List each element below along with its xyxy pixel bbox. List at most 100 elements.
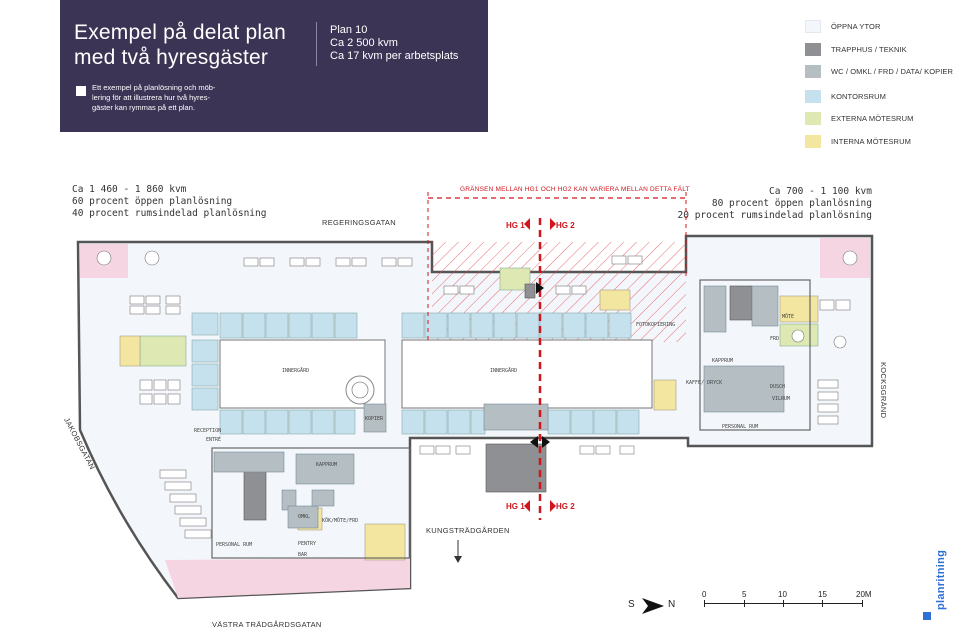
legend-item-internal-meeting: INTERNA MÖTESRUM (805, 135, 955, 149)
hg-arrow-right-top (550, 218, 556, 230)
entry-arrow-top (536, 282, 544, 294)
label-kok-mote-frd: KÖK/MÖTE/FRD (322, 517, 358, 524)
pink-zone (165, 558, 410, 598)
tenant-hg1-top: HG 1 (506, 221, 525, 230)
spiral-stair-inner (351, 381, 369, 399)
stats-hg1-open: 60 procent öppen planlösning (72, 196, 233, 207)
tenant-hg2-top: HG 2 (556, 221, 575, 230)
tenant-hg2-bottom: HG 2 (556, 502, 575, 511)
street-south: VÄSTRA TRÄDGÅRDSGATAN (212, 620, 322, 629)
legend-swatch (805, 135, 821, 148)
scale-label-20: 20M (856, 590, 872, 599)
description-line1: Ett exempel på planlösning och möb- (92, 83, 216, 92)
entry-arrow-right (542, 436, 550, 448)
round-tables (96, 250, 858, 349)
brand-text: planritning (935, 549, 947, 610)
office-row-bottom (219, 409, 640, 435)
label-personalrum-left: PERSONAL RUM (216, 542, 252, 548)
brand-dot (923, 612, 931, 620)
stats-hg2-open: 80 procent öppen planlösning (711, 198, 872, 209)
desk-groups (129, 255, 851, 539)
label-kopier: KOPIER (365, 416, 384, 422)
legend-swatch (805, 65, 821, 78)
legend-swatch (805, 112, 821, 125)
label-entre: ENTRÉ (206, 435, 221, 443)
office-column-left (191, 312, 219, 411)
legend-swatch (805, 20, 821, 33)
title-line1: Exempel på delat plan (74, 21, 287, 44)
legend-item-office: KONTORSRUM (805, 90, 955, 104)
plan-info: Plan 10 Ca 2 500 kvm Ca 17 kvm per arbet… (330, 24, 458, 63)
hg-arrow-left-top (524, 218, 530, 230)
legend-swatch (805, 90, 821, 103)
stats-hg2-rooms: 20 procent rumsindelad planlösning (677, 210, 872, 221)
compass-arrow-icon (642, 598, 664, 614)
scale-tick (704, 600, 705, 607)
legend-swatch (805, 43, 821, 56)
label-kapprum-left: KAPPRUM (316, 462, 337, 468)
legend-item-wc: WC / OMKL / FRD / DATA/ KOPIER (805, 65, 955, 79)
label-vilrum: VILRUM (772, 396, 790, 402)
stats-hg1: Ca 1 460 - 1 860 kvm 60 procent öppen pl… (72, 184, 266, 220)
courtyard-left (219, 339, 386, 409)
street-east: KOCKSGRÄND (879, 362, 888, 419)
legend-label: INTERNA MÖTESRUM (831, 137, 911, 146)
legend-item-open: ÖPPNA YTOR (805, 20, 955, 34)
brand: planritning (918, 548, 947, 620)
label-kaffe: KAFFE/ DRYCK (686, 380, 722, 386)
legend-label: KONTORSRUM (831, 92, 887, 101)
label-innergard-right: INNERGÅRD (490, 367, 517, 374)
legend-label: TRAPPHUS / TEKNIK (831, 45, 907, 54)
stats-hg2-area: Ca 700 - 1 100 kvm (769, 186, 872, 197)
scale-label-10: 10 (778, 590, 787, 599)
label-frd: FRD (770, 336, 779, 342)
entry-arrow-left (530, 436, 538, 448)
label-innergard-left: INNERGÅRD (282, 367, 309, 374)
external-meeting-rooms (139, 267, 819, 367)
compass-north: N (668, 599, 676, 610)
tenant-hg1-bottom: HG 1 (506, 502, 525, 511)
scale-tick (862, 600, 863, 607)
courtyard-right (401, 339, 653, 409)
lower-left-block (211, 447, 411, 559)
scale-label-15: 15 (818, 590, 827, 599)
room-labels: INNERGÅRD INNERGÅRD RECEPTION ENTRÉ KOPI… (194, 313, 794, 558)
scale-tick (783, 600, 784, 607)
street-north: REGERINGSGATAN (322, 218, 396, 227)
border-note: GRÄNSEN MELLAN HG1 OCH HG2 KAN VARIERA M… (460, 186, 690, 193)
plan-floor: Plan 10 (330, 24, 368, 36)
title-line2: med två hyresgäster (74, 46, 269, 69)
stats-hg1-rooms: 40 procent rumsindelad planlösning (72, 208, 267, 219)
plan-area-per-desk: Ca 17 kvm per arbetsplats (330, 50, 459, 62)
plan-divider (316, 22, 317, 66)
hg-arrow-right-bottom (550, 500, 556, 512)
label-reception: RECEPTION (194, 428, 221, 434)
stats-hg1-area: Ca 1 460 - 1 860 kvm (72, 184, 187, 195)
compass-south: S (628, 599, 635, 610)
label-bar: BAR (298, 552, 308, 558)
label-dusch: DUSCH (770, 384, 785, 390)
label-personalrum-right: PERSONAL RUM (722, 424, 758, 430)
scale-tick (744, 600, 745, 607)
right-service-block (699, 279, 811, 431)
main-title: Exempel på delat plan med två hyresgäste… (74, 20, 314, 70)
label-omkl: OMKL (298, 514, 310, 520)
label-fotokopiering: FOTOKOPIERING (636, 322, 675, 328)
plan-area: Ca 2 500 kvm (330, 37, 398, 49)
stats-hg2: Ca 700 - 1 100 kvm 80 procent öppen plan… (678, 186, 872, 222)
scale-label-5: 5 (742, 590, 747, 599)
legend-label: ÖPPNA YTOR (831, 22, 881, 31)
label-pentry: PENTRY (298, 541, 316, 547)
park-arrow-head (454, 556, 462, 563)
office-row-top (219, 312, 632, 339)
hg-arrow-left-bottom (524, 500, 530, 512)
description-line2: lering för att illustrera hur två hyres- (92, 93, 210, 102)
scale-tick (822, 600, 823, 607)
compass: S N (628, 596, 688, 616)
description-line3: gäster kan rymmas på ett plan. (92, 103, 195, 112)
scale-bar: 0 5 10 15 20M (700, 590, 880, 614)
service-rooms (213, 285, 785, 529)
legend-item-external-meeting: EXTERNA MÖTESRUM (805, 112, 955, 126)
spiral-stair (345, 375, 375, 405)
